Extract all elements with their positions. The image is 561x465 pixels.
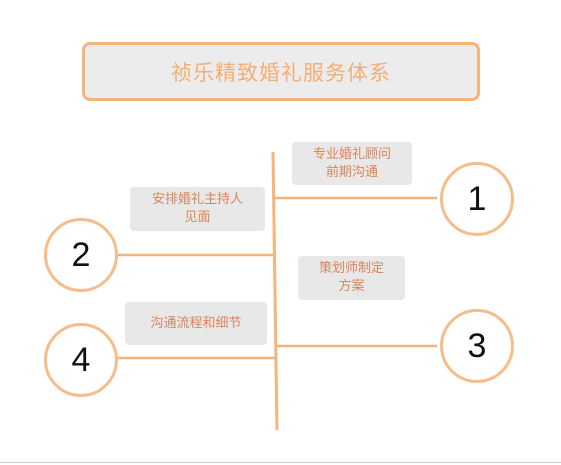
step-2-label: 安排婚礼主持人 见面 <box>130 187 265 231</box>
step-1-circle: 1 <box>440 162 514 236</box>
step-1-label: 专业婚礼顾问 前期沟通 <box>292 142 412 185</box>
step-4-circle: 4 <box>44 323 118 397</box>
step-3-circle: 3 <box>440 309 514 383</box>
step-2-circle: 2 <box>44 218 118 292</box>
central-spine <box>271 151 279 431</box>
bottom-divider <box>0 462 561 463</box>
step-3-label: 策划师制定 方案 <box>298 256 405 300</box>
diagram-title: 祯乐精致婚礼服务体系 <box>82 42 480 101</box>
step-4-label: 沟通流程和细节 <box>125 302 267 345</box>
